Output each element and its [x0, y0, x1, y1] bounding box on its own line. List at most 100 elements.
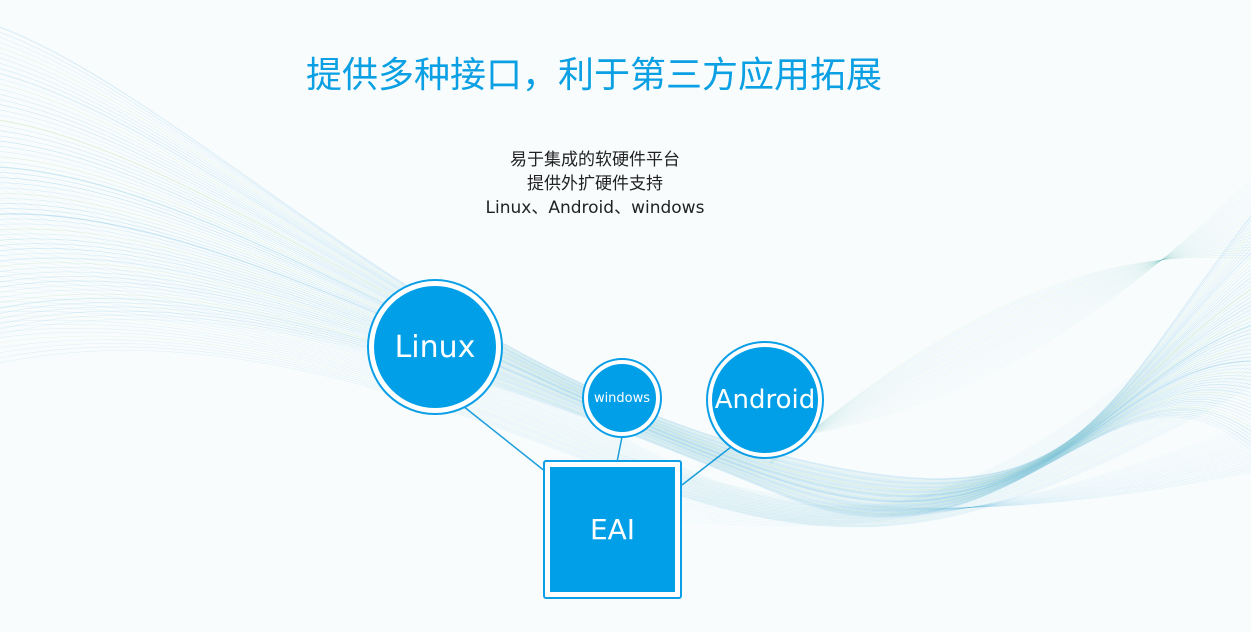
wave-line: [0, 166, 1251, 497]
wave-line: [0, 238, 1251, 506]
wave-line: [0, 255, 1251, 516]
windows-node-inner: windows: [588, 364, 656, 432]
wave-line: [0, 94, 1251, 487]
wave-line: [0, 301, 1251, 521]
wave-line: [0, 248, 1251, 507]
wave-line: [0, 280, 1251, 512]
wave-line: [769, 211, 1251, 451]
wave-line: [0, 306, 1251, 522]
wave-line: [769, 256, 1251, 466]
wave-line: [0, 229, 1251, 514]
wave-line: [769, 217, 1251, 453]
wave-line: [0, 257, 1251, 509]
wave-line: [0, 223, 1251, 504]
description-line-3: Linux、Android、windows: [485, 198, 705, 218]
wave-line: [0, 219, 1251, 512]
wave-line: [769, 190, 1251, 444]
wave-line: [0, 99, 1251, 488]
eai-core-node: EAI: [543, 460, 682, 599]
wave-line: [0, 243, 1251, 506]
wave-line: [0, 198, 1251, 500]
wave-line: [0, 228, 1251, 504]
wave-line: [769, 223, 1251, 455]
wave-line: [0, 203, 1251, 501]
wave-line: [0, 224, 1251, 513]
wave-line: [769, 235, 1251, 458]
wave-line: [0, 125, 1251, 491]
wave-line: [0, 119, 1251, 491]
wave-line: [0, 204, 1251, 511]
wave-line: [0, 151, 1251, 495]
wave-line: [0, 199, 1251, 510]
wave-line: [0, 260, 1251, 517]
wave-line: [0, 318, 1251, 518]
wave-line: [0, 297, 1251, 515]
wave-line: [0, 192, 1251, 500]
wave-line: [0, 310, 1251, 517]
wave-line: [0, 145, 1251, 494]
linux-node-inner: Linux: [374, 286, 496, 408]
wave-line: [0, 302, 1251, 515]
wave-line: [0, 208, 1251, 502]
wave-line: [769, 181, 1251, 442]
wave-line: [0, 271, 1251, 510]
wave-line: [769, 229, 1251, 457]
linux-node-label: Linux: [394, 329, 476, 365]
wave-line: [0, 306, 1251, 516]
wave-line: [769, 238, 1251, 459]
description-line-2: 提供外扩硬件支持: [527, 174, 663, 194]
eai-core-label: EAI: [589, 513, 636, 546]
wave-line: [0, 218, 1251, 503]
wave-line: [0, 252, 1251, 508]
wave-line: [0, 114, 1251, 490]
wave-line: [769, 244, 1251, 461]
page-title: 提供多种接口，利于第三方应用拓展: [306, 55, 883, 96]
description-line-1: 易于集成的软硬件平台: [510, 150, 680, 170]
wave-line: [0, 233, 1251, 505]
wave-line: [0, 172, 1251, 497]
wave-line: [0, 213, 1251, 503]
wave-line: [769, 187, 1251, 444]
wave-line: [769, 214, 1251, 452]
wave-line: [769, 226, 1251, 456]
wave-line: [0, 281, 1251, 519]
wave-line: [0, 270, 1251, 518]
wave-line: [0, 296, 1251, 521]
wave-line: [0, 214, 1251, 512]
wave-line: [0, 314, 1251, 517]
wave-line: [0, 267, 1251, 510]
windows-node: windows: [582, 358, 662, 438]
wave-line: [769, 178, 1251, 441]
wave-line: [0, 293, 1251, 514]
wave-line: [769, 205, 1251, 449]
wave-line: [769, 241, 1251, 460]
wave-line: [769, 208, 1251, 450]
wave-line: [0, 240, 1251, 515]
wave-line: [769, 232, 1251, 457]
wave-line: [0, 286, 1251, 520]
wave-line: [0, 156, 1251, 495]
wave-line: [0, 262, 1251, 509]
wave-line: [0, 250, 1251, 516]
wave-line: [769, 184, 1251, 443]
wave-line: [0, 161, 1251, 496]
android-node-label: Android: [714, 385, 816, 415]
android-node-inner: Android: [712, 347, 818, 453]
wave-line: [0, 177, 1251, 498]
windows-node-label: windows: [593, 390, 651, 406]
wave-line: [769, 247, 1251, 462]
wave-line: [0, 209, 1251, 511]
wave-line: [769, 255, 1251, 465]
wave-line: [769, 220, 1251, 454]
wave-line: [0, 275, 1251, 519]
wave-line: [0, 291, 1251, 520]
wave-line: [0, 276, 1251, 511]
wave-line: [0, 182, 1251, 498]
description-block: 易于集成的软硬件平台 提供外扩硬件支持 Linux、Android、window…: [445, 148, 745, 220]
wave-line: [769, 193, 1251, 445]
wave-line: [0, 130, 1251, 492]
wave-line: [0, 285, 1251, 512]
wave-line: [769, 249, 1251, 463]
wave-line: [769, 252, 1251, 464]
wave-line: [0, 109, 1251, 489]
